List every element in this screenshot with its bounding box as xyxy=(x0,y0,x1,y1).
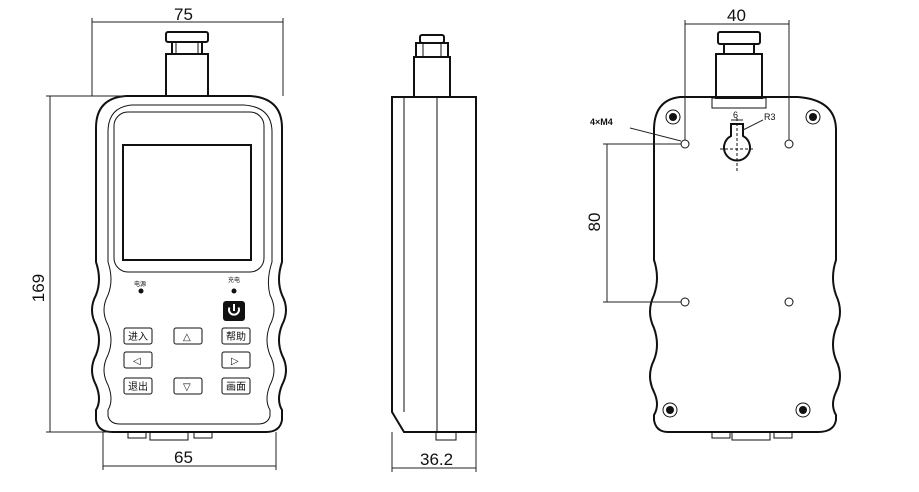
screw-callout: 4×M4 xyxy=(590,117,682,142)
front-connector xyxy=(165,31,209,97)
mount-hole-bottom-right xyxy=(784,297,794,307)
up-arrow-icon: △ xyxy=(183,332,191,343)
right-button[interactable]: ▷ xyxy=(221,351,251,369)
side-body-outline xyxy=(391,96,477,433)
slot-width-dimension: 6 xyxy=(731,110,743,121)
rear-screw-top-right xyxy=(805,109,821,125)
mount-hole-top-left xyxy=(680,139,690,149)
front-inner-outline xyxy=(103,104,275,425)
power-button[interactable] xyxy=(223,301,245,321)
rear-hole-spacing-label: 40 xyxy=(727,6,746,25)
screen-button[interactable]: 画面 xyxy=(221,377,251,395)
help-button-label: 帮助 xyxy=(226,330,246,343)
keyhole-slot xyxy=(723,123,751,162)
side-connector xyxy=(413,34,451,98)
indicator-left-led xyxy=(138,288,144,294)
slot-radius-label: R3 xyxy=(764,112,776,122)
side-depth-label: 36.2 xyxy=(420,450,453,469)
display-screen xyxy=(122,144,252,261)
side-view: 36.2 xyxy=(391,34,477,472)
exit-button[interactable]: 退出 xyxy=(123,377,153,395)
indicator-right-led xyxy=(231,288,237,294)
rear-vertical-spacing-dimension: 80 xyxy=(585,143,681,303)
front-view: 电源 充电 进入 △ 帮助 ◁ ▷ xyxy=(29,5,287,470)
exit-button-label: 退出 xyxy=(128,380,148,393)
enter-button[interactable]: 进入 xyxy=(123,327,153,345)
down-arrow-icon: ▽ xyxy=(183,382,191,393)
front-body-outline xyxy=(91,95,287,433)
front-width-top-label: 75 xyxy=(174,5,193,24)
front-width-bottom-label: 65 xyxy=(174,448,193,467)
rear-screw-top-left xyxy=(665,109,681,125)
rear-screw-bottom-right xyxy=(795,402,811,418)
help-button[interactable]: 帮助 xyxy=(221,327,251,345)
left-button[interactable]: ◁ xyxy=(123,351,153,369)
side-bottom-connector xyxy=(435,431,457,441)
side-depth-dimension: 36.2 xyxy=(391,432,477,472)
front-width-top-dimension: 75 xyxy=(91,5,284,96)
rear-vertical-spacing-label: 80 xyxy=(585,213,604,232)
indicator-right-label: 充电 xyxy=(228,276,240,284)
rear-view: 6 R3 4×M4 40 80 xyxy=(585,6,841,441)
front-bezel xyxy=(113,111,265,273)
down-button[interactable]: ▽ xyxy=(173,377,203,395)
left-arrow-icon: ◁ xyxy=(133,356,141,367)
right-arrow-icon: ▷ xyxy=(231,356,239,367)
rear-screw-bottom-left xyxy=(662,402,678,418)
front-height-dimension: 169 xyxy=(29,95,126,433)
mount-hole-top-right xyxy=(784,139,794,149)
power-icon xyxy=(228,307,240,316)
mount-hole-bottom-left xyxy=(680,297,690,307)
enter-button-label: 进入 xyxy=(128,331,148,343)
rear-hole-spacing-dimension: 40 xyxy=(684,6,790,140)
screw-callout-label: 4×M4 xyxy=(590,117,613,127)
screen-button-label: 画面 xyxy=(226,382,246,393)
front-height-label: 169 xyxy=(29,274,48,302)
rear-bottom-connector xyxy=(711,431,793,441)
rear-body-outline xyxy=(649,96,841,433)
slot-width-label: 6 xyxy=(733,110,738,120)
front-width-bottom-dimension: 65 xyxy=(102,432,277,470)
slot-radius-annotation: R3 xyxy=(742,112,776,131)
front-bottom-connector xyxy=(127,431,213,441)
up-button[interactable]: △ xyxy=(173,327,203,345)
indicator-left-label: 电源 xyxy=(134,280,146,288)
